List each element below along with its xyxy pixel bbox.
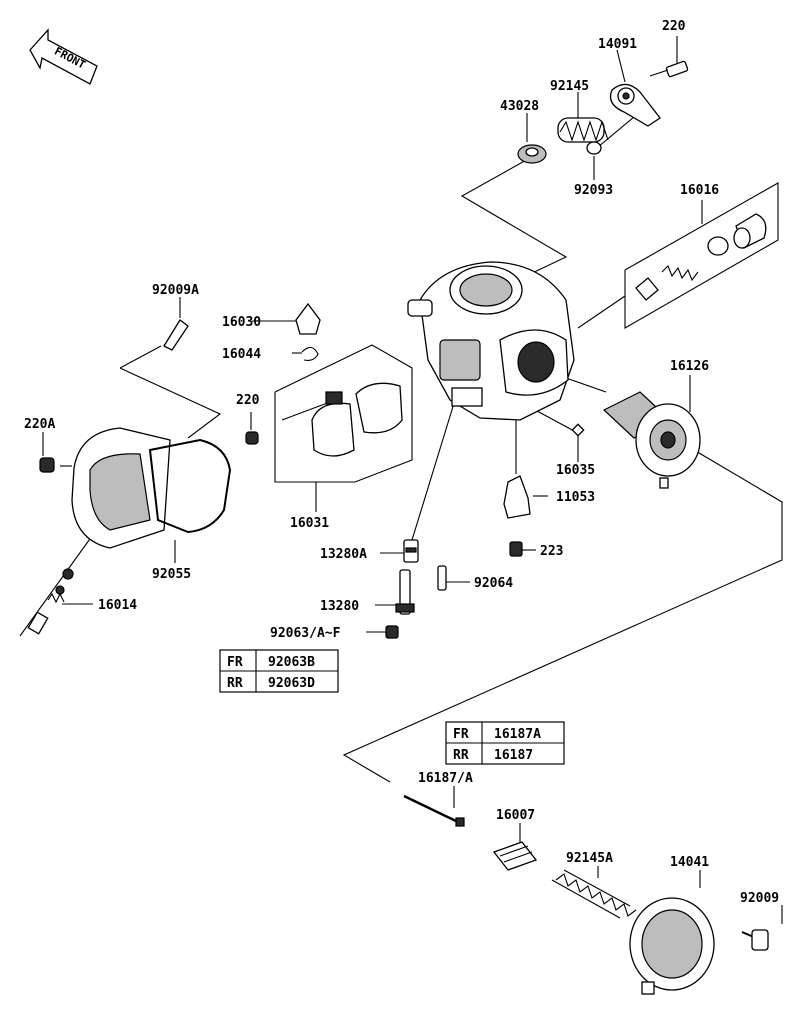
label-220-mid[interactable]: 220	[236, 393, 260, 408]
label-16031[interactable]: 16031	[290, 516, 329, 531]
float-16031-icon	[281, 382, 403, 457]
label-13280[interactable]: 13280	[320, 599, 359, 614]
label-220-top[interactable]: 220	[662, 19, 686, 34]
vacuum-slide-16126-icon	[602, 391, 701, 489]
table1-row1-part: 92063B	[268, 655, 315, 670]
front-arrow-icon: FRONT	[29, 28, 98, 85]
main-jet-92063-icon	[385, 625, 399, 639]
screw-220a-icon	[39, 457, 55, 473]
jet-16035-icon	[571, 423, 585, 437]
air-screw-16016-icon	[635, 213, 767, 301]
screw-220-top-icon	[649, 60, 689, 78]
label-223[interactable]: 223	[540, 544, 563, 559]
label-16187a[interactable]: 16187/A	[418, 771, 473, 786]
gasket-92055-icon	[148, 438, 232, 534]
table2-row1-region: FR	[453, 727, 469, 742]
screw-223-icon	[509, 541, 523, 557]
needle-valve-16030-icon	[295, 302, 321, 335]
label-43028[interactable]: 43028	[500, 99, 539, 114]
label-16016[interactable]: 16016	[680, 183, 719, 198]
label-16044[interactable]: 16044	[222, 347, 261, 362]
label-92145[interactable]: 92145	[550, 79, 589, 94]
diaphragm-43028-icon	[517, 144, 547, 164]
label-92009a[interactable]: 92009A	[152, 283, 199, 298]
needle-16187-icon	[403, 794, 465, 827]
table1-row2-region: RR	[227, 676, 243, 691]
main-jet-holder-13280-icon	[395, 569, 415, 615]
float-bowl-icon	[71, 427, 171, 549]
screw-220-mid-icon	[245, 431, 259, 445]
label-16035[interactable]: 16035	[556, 463, 595, 478]
table1-row1-region: FR	[227, 655, 243, 670]
label-92145a[interactable]: 92145A	[566, 851, 613, 866]
table2-row1-part: 16187A	[494, 727, 541, 742]
label-92063[interactable]: 92063/A~F	[270, 626, 341, 641]
label-16126[interactable]: 16126	[670, 359, 709, 374]
label-92093[interactable]: 92093	[574, 183, 613, 198]
label-16030[interactable]: 16030	[222, 315, 261, 330]
clip-16044-icon	[301, 346, 319, 361]
label-14091[interactable]: 14091	[598, 37, 637, 52]
pilot-jet-92064-icon	[437, 565, 447, 591]
needle-jet-13280a-icon	[403, 539, 419, 563]
label-13280a[interactable]: 13280A	[320, 547, 367, 562]
label-92009[interactable]: 92009	[740, 891, 779, 906]
label-92055[interactable]: 92055	[152, 567, 191, 582]
o-ring-92093-icon	[586, 141, 602, 155]
screw-92009-icon	[741, 929, 769, 951]
label-92064[interactable]: 92064	[474, 576, 513, 591]
leader-lines	[19, 36, 783, 924]
retainer-16007-icon	[492, 841, 538, 871]
carburetor-body-icon	[407, 261, 575, 421]
label-11053[interactable]: 11053	[556, 490, 595, 505]
variant-table-92063: FR 92063B RR 92063D	[219, 649, 339, 693]
cover-14091-icon	[609, 83, 661, 127]
table1-row2-part: 92063D	[268, 676, 315, 691]
variant-table-16187: FR 16187A RR 16187	[445, 721, 565, 765]
spring-92145a-icon	[551, 869, 637, 919]
table2-row2-region: RR	[453, 748, 469, 763]
top-cover-14041-icon	[629, 897, 715, 995]
label-16014[interactable]: 16014	[98, 598, 137, 613]
drain-16014-icon	[27, 568, 74, 635]
label-16007[interactable]: 16007	[496, 808, 535, 823]
bracket-11053-icon	[503, 475, 531, 519]
screw-92009a-icon	[163, 319, 189, 351]
part-labels: 220 14091 92145 43028 92093 16016 92009A…	[24, 19, 779, 906]
label-14041[interactable]: 14041	[670, 855, 709, 870]
table2-row2-part: 16187	[494, 748, 533, 763]
label-220a[interactable]: 220A	[24, 417, 55, 432]
spring-92145-icon	[557, 117, 609, 143]
